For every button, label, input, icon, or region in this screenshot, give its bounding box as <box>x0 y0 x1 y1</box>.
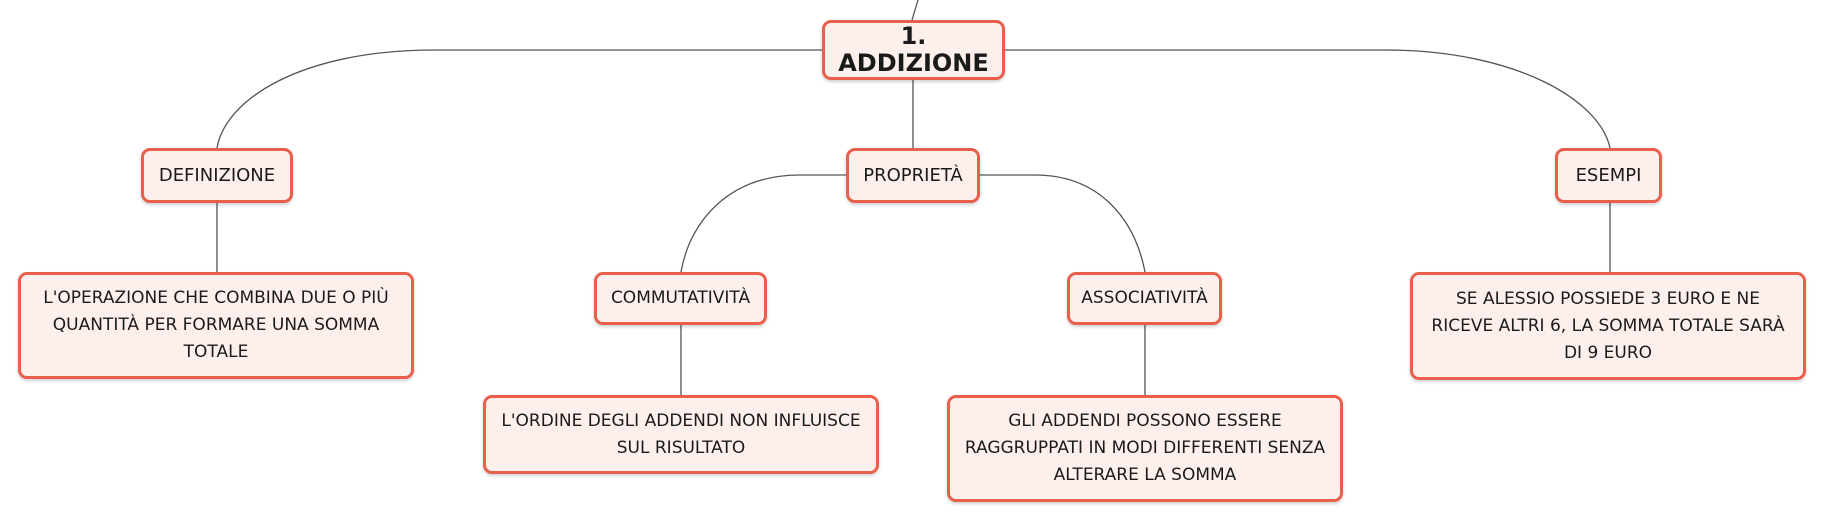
connector-root-esempi <box>1003 49 1611 149</box>
node-associativita-detail-text: GLI ADDENDI POSSONO ESSERE RAGGRUPPATI I… <box>964 411 1326 485</box>
node-associativita-label: ASSOCIATIVITÀ <box>1081 288 1208 308</box>
node-esempi-label: ESEMPI <box>1575 165 1642 186</box>
connector-root-definizione <box>216 49 823 149</box>
node-definizione-detail-text: L'OPERAZIONE CHE COMBINA DUE O PIÙ QUANT… <box>43 288 389 362</box>
node-esempi-detail-text: SE ALESSIO POSSIEDE 3 EURO E NE RICEVE A… <box>1431 288 1785 363</box>
node-esempi-detail[interactable]: SE ALESSIO POSSIEDE 3 EURO E NE RICEVE A… <box>1410 272 1806 380</box>
connector-proprieta-commutativita <box>680 174 847 273</box>
node-esempi[interactable]: ESEMPI <box>1555 148 1662 203</box>
root-node-addizione[interactable]: 1. ADDIZIONE <box>822 20 1005 80</box>
node-commutativita-detail[interactable]: L'ORDINE DEGLI ADDENDI NON INFLUISCE SUL… <box>483 395 879 474</box>
node-associativita-detail[interactable]: GLI ADDENDI POSSONO ESSERE RAGGRUPPATI I… <box>947 395 1343 502</box>
connector-proprieta-associativita <box>979 174 1146 273</box>
node-commutativita-label: COMMUTATIVITÀ <box>610 288 751 308</box>
root-node-label: 1. ADDIZIONE <box>838 22 989 77</box>
node-commutativita[interactable]: COMMUTATIVITÀ <box>594 272 767 325</box>
node-associativita[interactable]: ASSOCIATIVITÀ <box>1067 272 1222 325</box>
node-commutativita-detail-text: L'ORDINE DEGLI ADDENDI NON INFLUISCE SUL… <box>501 410 861 458</box>
node-definizione[interactable]: DEFINIZIONE <box>141 148 293 203</box>
node-definizione-label: DEFINIZIONE <box>158 165 276 186</box>
connector-parent-root <box>911 0 919 21</box>
node-proprieta[interactable]: PROPRIETÀ <box>846 148 980 203</box>
node-definizione-detail[interactable]: L'OPERAZIONE CHE COMBINA DUE O PIÙ QUANT… <box>18 272 414 379</box>
node-proprieta-label: PROPRIETÀ <box>863 165 963 186</box>
